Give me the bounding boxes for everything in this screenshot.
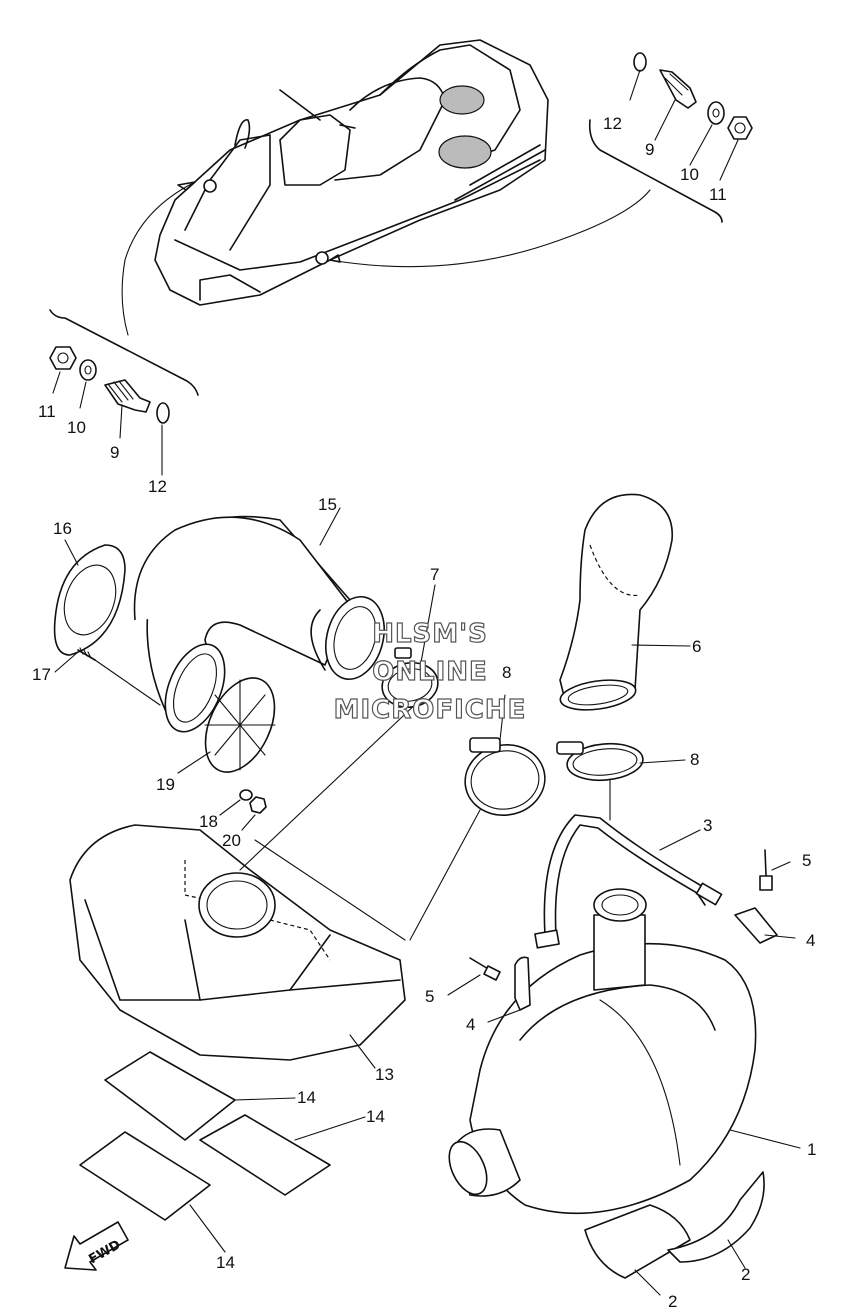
- watermark-line-1: HLSM'S: [372, 619, 488, 649]
- callout-7: 7: [430, 565, 439, 584]
- callout-19: 19: [156, 775, 175, 794]
- callout-13: 13: [375, 1065, 394, 1084]
- callout-2-a: 2: [668, 1292, 677, 1310]
- clamp-8-left: [464, 737, 546, 816]
- muffler-1: [448, 888, 757, 1215]
- callout-18: 18: [199, 812, 218, 831]
- rivet-5-right: [759, 849, 773, 891]
- vent-fitting-left: [49, 346, 170, 424]
- callout-15: 15: [318, 495, 337, 514]
- bracket-left: [49, 309, 199, 396]
- vent-fitting-right: [633, 52, 753, 140]
- heat-shields-2: [584, 1171, 765, 1279]
- clamp-8-right: [556, 741, 644, 782]
- washer-18: [239, 789, 253, 801]
- callout-2-b: 2: [741, 1265, 750, 1284]
- pads-14: [79, 1051, 331, 1221]
- callout-8-a: 8: [502, 663, 511, 682]
- callout-11-a: 11: [38, 402, 56, 421]
- leader-rear-vent: [329, 189, 651, 268]
- callout-12-b: 12: [603, 114, 622, 133]
- callout-3: 3: [703, 816, 712, 835]
- stud-bolt-17: [77, 647, 161, 706]
- leader-lines: [52, 69, 801, 1296]
- callout-5-b: 5: [425, 987, 434, 1006]
- screen-19: [204, 677, 276, 773]
- callout-1: 1: [807, 1140, 816, 1159]
- callout-16: 16: [53, 519, 72, 538]
- nut-20: [249, 796, 267, 814]
- watermark: HLSM'S ONLINE MICROFICHE: [333, 618, 527, 725]
- callout-10-a: 10: [67, 418, 86, 437]
- callout-10-b: 10: [680, 165, 699, 184]
- callout-12-a: 12: [148, 477, 167, 496]
- callout-4-b: 4: [466, 1015, 475, 1034]
- leader-front-vent: [121, 181, 196, 336]
- clamp-7: [381, 647, 439, 709]
- hose-6: [559, 493, 673, 711]
- watermark-line-3: MICROFICHE: [334, 695, 527, 725]
- bracket-right: [588, 119, 723, 223]
- watermark-line-2: ONLINE: [372, 657, 488, 687]
- callout-9-a: 9: [110, 443, 119, 462]
- flange-ring: [164, 643, 226, 733]
- bracket-4-right: [734, 907, 778, 944]
- callout-14-c: 14: [216, 1253, 235, 1272]
- bracket-4-left: [514, 956, 531, 1011]
- fwd-arrow-icon: FWD: [64, 1221, 129, 1271]
- callout-17: 17: [32, 665, 51, 684]
- callout-14-b: 14: [366, 1107, 385, 1126]
- callout-8-b: 8: [690, 750, 699, 769]
- water-box-13: [69, 824, 406, 1061]
- callout-6: 6: [692, 637, 701, 656]
- watercraft-illustration: [154, 39, 549, 306]
- callout-9-b: 9: [645, 140, 654, 159]
- rivet-5-left: [469, 957, 501, 981]
- callout-11-b: 11: [709, 185, 727, 204]
- callout-labels: 1 2 2 3 4 4 5 5 6 7 8 8 9 9 10 10 11 11 …: [32, 114, 816, 1310]
- callout-20: 20: [222, 831, 241, 850]
- callout-5-a: 5: [802, 851, 811, 870]
- callout-4-a: 4: [806, 931, 815, 950]
- gasket-16: [53, 544, 126, 656]
- strap-3: [534, 814, 723, 949]
- callout-14-a: 14: [297, 1088, 316, 1107]
